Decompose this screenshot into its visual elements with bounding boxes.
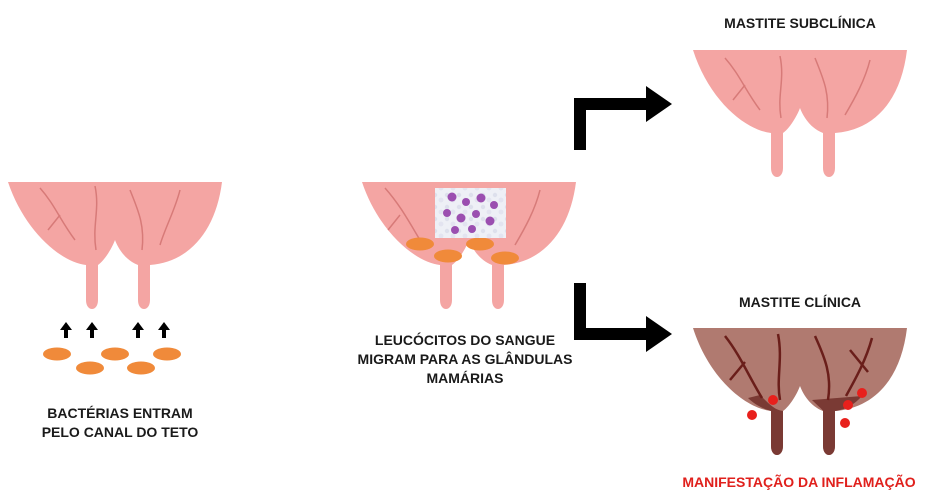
udder-healthy-middle — [362, 182, 576, 309]
inflammation-star-icon — [768, 395, 778, 405]
bacterium — [43, 348, 71, 361]
bacterium — [153, 348, 181, 361]
udder-healthy-left — [8, 182, 222, 309]
up-arrow-icon — [132, 322, 144, 338]
up-arrow-icon — [60, 322, 72, 338]
leukocytes-caption-line: MIGRAM PARA AS GLÂNDULAS — [345, 350, 585, 369]
up-arrow-icon — [86, 322, 98, 338]
bacteria-caption: BACTÉRIAS ENTRAM PELO CANAL DO TETO — [20, 404, 220, 442]
bacteria-caption-line: PELO CANAL DO TETO — [20, 423, 220, 442]
bacterium — [76, 362, 104, 375]
inflammation-star-icon — [840, 418, 850, 428]
inflammation-star-icon — [857, 388, 867, 398]
elbow-arrow-up — [574, 86, 672, 150]
bacteria-caption-line: BACTÉRIAS ENTRAM — [20, 404, 220, 423]
inflammation-caption: MANIFESTAÇÃO DA INFLAMAÇÃO — [668, 473, 930, 492]
udder-clinical — [693, 328, 907, 455]
inflammation-star-icon — [843, 400, 853, 410]
bacteria-group — [43, 348, 181, 375]
leukocytes-caption: LEUCÓCITOS DO SANGUE MIGRAM PARA AS GLÂN… — [345, 331, 585, 388]
subclinical-mastitis-label: MASTITE SUBCLÍNICA — [700, 14, 900, 33]
udder-subclinical — [693, 50, 907, 177]
clinical-mastitis-label: MASTITE CLÍNICA — [700, 293, 900, 312]
bacterium — [101, 348, 129, 361]
elbow-arrow-icon — [574, 86, 672, 150]
leukocytes-caption-line: LEUCÓCITOS DO SANGUE — [345, 331, 585, 350]
up-arrow-icon — [158, 322, 170, 338]
bacterium — [127, 362, 155, 375]
leukocyte-micrograph — [435, 188, 506, 238]
inflammation-star-icon — [747, 410, 757, 420]
elbow-arrow-icon — [574, 283, 672, 352]
leukocytes-caption-line: MAMÁRIAS — [345, 369, 585, 388]
up-arrows — [60, 322, 170, 338]
elbow-arrow-down — [574, 283, 672, 352]
